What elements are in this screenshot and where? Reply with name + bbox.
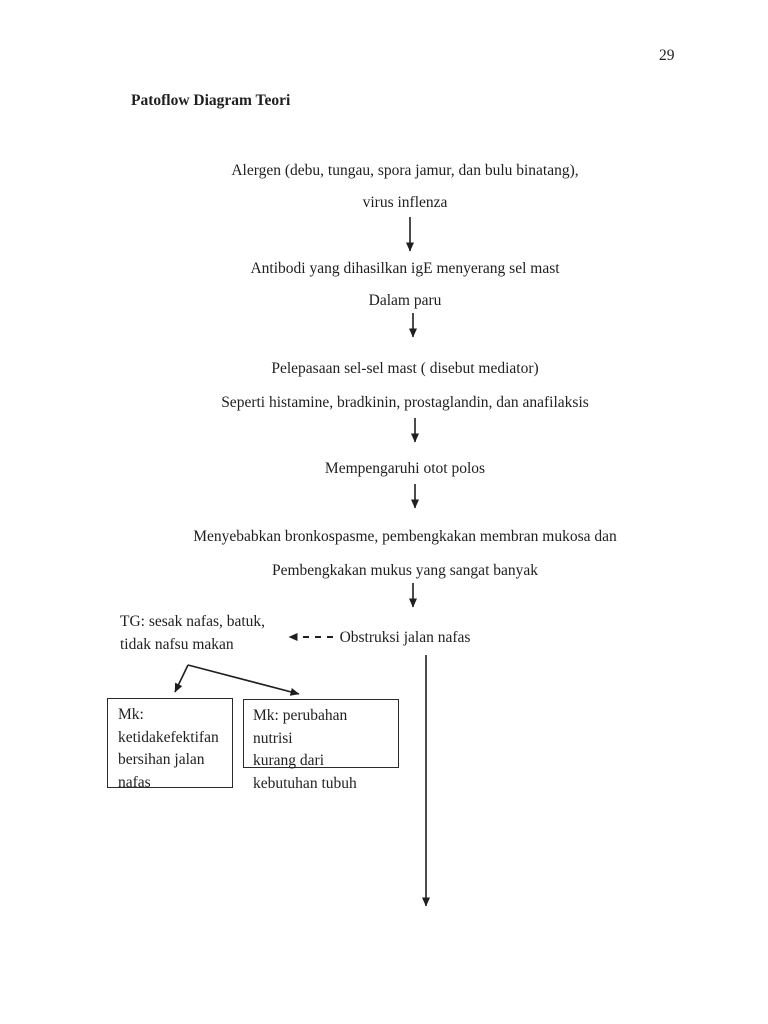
flow-step-mast-release-line2: Seperti histamine, bradkinin, prostaglan… [221, 394, 589, 411]
diagnosis-box-line: ketidakefektifan [118, 728, 219, 746]
diagnosis-box-nutrition: Mk: perubahan nutrisi kurang dari kebutu… [243, 699, 399, 792]
diagnosis-box-line: bersihan jalan [118, 751, 205, 768]
diagnosis-box-line: Mk: [118, 706, 144, 723]
flow-step-bronchospasm-line1: Menyebabkan bronkospasme, pembengkakan m… [193, 528, 617, 545]
page-number: 29 [659, 47, 675, 64]
diagnosis-box-line: Mk: perubahan nutrisi [253, 707, 348, 747]
diagnosis-box-line: kebutuhan tubuh [253, 774, 357, 792]
flow-step-smooth-muscle: Mempengaruhi otot polos [324, 460, 486, 477]
diagnosis-box-line: kurang dari [253, 752, 325, 769]
page-title: Patoflow Diagram Teori [131, 92, 291, 109]
flow-step-mast-release-line1: Pelepasaan sel-sel mast ( disebut mediat… [271, 360, 539, 377]
flow-step-allergen-line2: virus inflenza [362, 194, 448, 211]
branch-arrow-left-box [174, 664, 189, 693]
diagnosis-box-line: nafas [118, 773, 151, 791]
diagnosis-box-airway-clearance: Mk: ketidakefektifan bersihan jalan nafa… [107, 698, 233, 791]
flow-step-allergen-line1: Alergen (debu, tungau, spora jamur, dan … [231, 162, 579, 179]
branch-arrow-right-box [187, 664, 300, 696]
flow-step-obstruction: Obstruksi jalan nafas [339, 629, 471, 646]
flow-step-antibody-line1: Antibodi yang dihasilkan igE menyerang s… [250, 260, 560, 277]
flow-step-bronchospasm-line2: Pembengkakan mukus yang sangat banyak [271, 562, 539, 579]
tg-note-line1: TG: sesak nafas, batuk, [120, 613, 266, 630]
flow-step-antibody-line2: Dalam paru [368, 292, 442, 309]
tg-note-line2: tidak nafsu makan [120, 636, 234, 653]
